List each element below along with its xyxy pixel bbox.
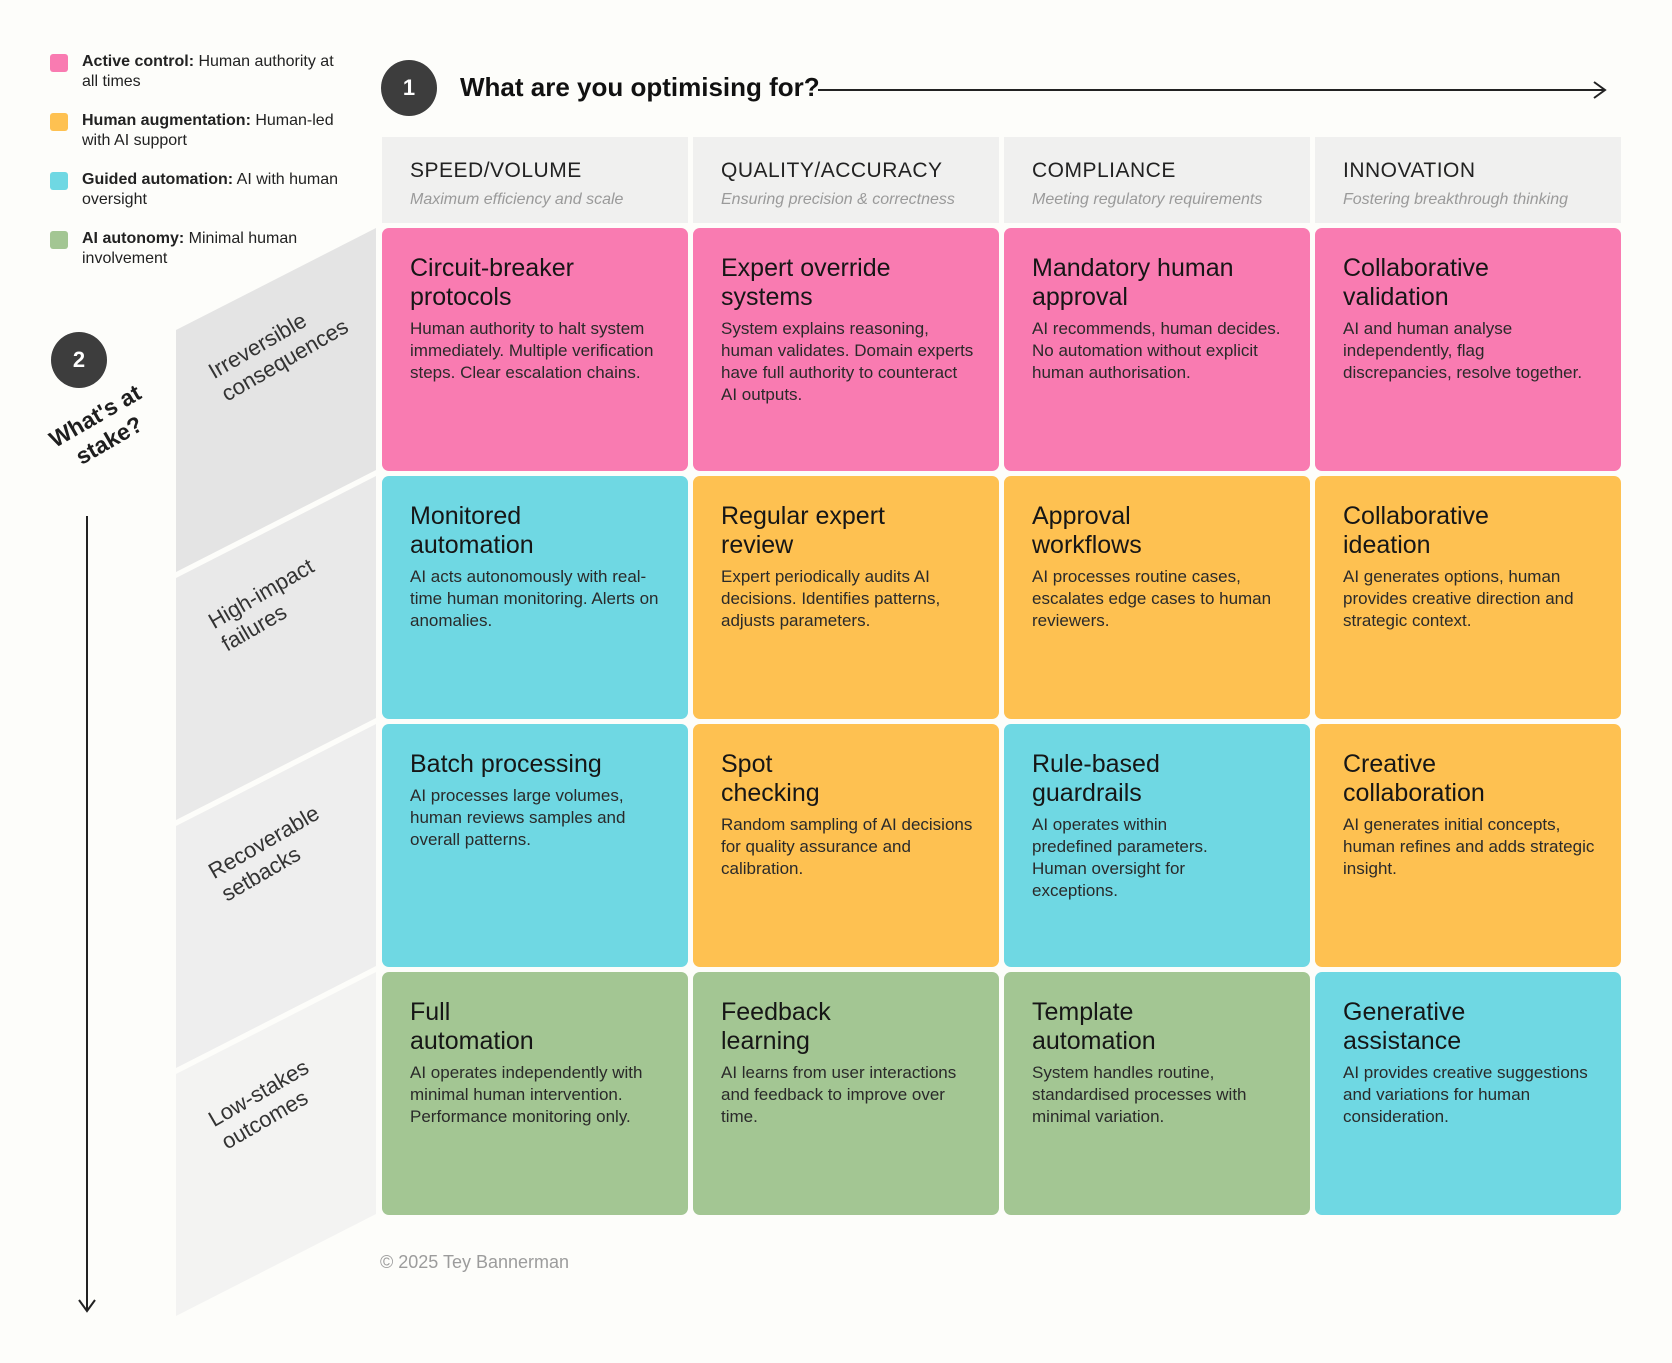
legend-item-human-augmentation: Human augmentation: Human-led with AI su…	[50, 111, 340, 151]
column-title: INNOVATION	[1343, 159, 1476, 182]
column-header-innovation: INNOVATION Fostering breakthrough thinki…	[1315, 137, 1621, 223]
column-subtitle: Meeting regulatory requirements	[1032, 191, 1263, 208]
legend-description: Minimal human involvement	[82, 230, 298, 267]
legend-swatch	[50, 231, 68, 249]
cell-description: AI processes routine cases, escalates ed…	[1032, 567, 1272, 630]
column-title: SPEED/VOLUME	[410, 159, 582, 182]
cell-description: AI generates initial concepts, human ref…	[1343, 815, 1595, 878]
cell-title: Generative assistance	[1343, 998, 1466, 1055]
row-panel-high-impact	[176, 476, 376, 820]
cell-description: AI acts autonomously with real-time huma…	[410, 567, 659, 630]
cell-collaborative-validation: Collaborative validation AI and human an…	[1315, 228, 1621, 471]
cell-regular-expert-review: Regular expert review Expert periodicall…	[693, 476, 999, 719]
cell-title: Approval workflows	[1032, 502, 1142, 559]
cell-title: Template automation	[1032, 998, 1156, 1055]
legend-swatch	[50, 172, 68, 190]
column-subtitle: Maximum efficiency and scale	[410, 191, 624, 208]
legend-description: AI with human oversight	[82, 171, 339, 208]
cell-description: AI and human analyse independently, flag…	[1343, 319, 1583, 382]
cell-title: Collaborative ideation	[1343, 502, 1489, 559]
cell-title: Rule-based guardrails	[1032, 750, 1160, 807]
cell-title: Full automation	[410, 998, 534, 1055]
cell-title: Creative collaboration	[1343, 750, 1485, 807]
column-title: COMPLIANCE	[1032, 159, 1176, 182]
legend-description: Human authority at all times	[82, 53, 334, 90]
cell-title: Collaborative validation	[1343, 254, 1489, 311]
column-header-speed-volume: SPEED/VOLUME Maximum efficiency and scal…	[382, 137, 688, 223]
cell-generative-assistance: Generative assistance AI provides creati…	[1315, 972, 1621, 1215]
column-subtitle: Fostering breakthrough thinking	[1343, 191, 1569, 208]
legend-item-ai-autonomy: AI autonomy: Minimal human involvement	[50, 229, 340, 269]
cell-title: Mandatory human approval	[1032, 254, 1234, 311]
cell-collaborative-ideation: Collaborative ideation AI generates opti…	[1315, 476, 1621, 719]
cell-title: Circuit-breaker protocols	[410, 254, 574, 311]
cell-monitored-automation: Monitored automation AI acts autonomousl…	[382, 476, 688, 719]
cell-title: Batch processing	[410, 750, 602, 778]
cell-approval-workflows: Approval workflows AI processes routine …	[1004, 476, 1310, 719]
cell-description: AI provides creative suggestions and var…	[1343, 1063, 1588, 1126]
cell-description: AI learns from user interactions and fee…	[721, 1063, 957, 1126]
copyright-notice: © 2025 Tey Bannerman	[380, 1252, 570, 1272]
cell-description: Expert periodically audits AI decisions.…	[721, 567, 941, 630]
cell-template-automation: Template automation System handles routi…	[1004, 972, 1310, 1215]
legend: Active control: Human authority at all t…	[50, 52, 340, 288]
legend-label: AI autonomy:	[82, 230, 185, 247]
legend-label: Active control:	[82, 53, 195, 70]
cell-batch-processing: Batch processing AI processes large volu…	[382, 724, 688, 967]
cell-spot-checking: Spot checking Random sampling of AI deci…	[693, 724, 999, 967]
legend-swatch	[50, 113, 68, 131]
cell-title: Expert override systems	[721, 254, 891, 311]
cell-title: Monitored automation	[410, 502, 534, 559]
cell-description: AI operates independently with minimal h…	[410, 1063, 643, 1126]
cell-description: AI processes large volumes, human review…	[410, 786, 626, 849]
cell-title: Feedback learning	[721, 998, 831, 1055]
step-1-badge: 1	[381, 60, 437, 116]
cell-full-automation: Full automation AI operates independentl…	[382, 972, 688, 1215]
step-2-badge: 2	[51, 332, 107, 388]
cell-description: System explains reasoning, human validat…	[721, 319, 974, 404]
cell-description: Random sampling of AI decisions for qual…	[721, 815, 973, 878]
column-header-quality-accuracy: QUALITY/ACCURACY Ensuring precision & co…	[693, 137, 999, 223]
column-header-compliance: COMPLIANCE Meeting regulatory requiremen…	[1004, 137, 1310, 223]
cell-expert-override-systems: Expert override systems System explains …	[693, 228, 999, 471]
cell-rule-based-guardrails: Rule-based guardrails AI operates within…	[1004, 724, 1310, 967]
step-1-question: What are you optimising for?	[460, 72, 820, 102]
row-panel-low-stakes	[176, 972, 376, 1316]
vertical-axis-arrowhead	[78, 1299, 96, 1313]
legend-description: Human-led with AI support	[82, 112, 334, 149]
legend-label: Guided automation:	[82, 171, 234, 188]
legend-item-guided-automation: Guided automation: AI with human oversig…	[50, 170, 340, 210]
column-subtitle: Ensuring precision & correctness	[721, 191, 955, 208]
cell-title: Regular expert review	[721, 502, 885, 559]
cell-mandatory-human-approval: Mandatory human approval AI recommends, …	[1004, 228, 1310, 471]
row-panel-recoverable	[176, 724, 376, 1068]
cell-description: Human authority to halt system immediate…	[410, 319, 654, 382]
cell-circuit-breaker-protocols: Circuit-breaker protocols Human authorit…	[382, 228, 688, 471]
legend-swatch	[50, 54, 68, 72]
legend-item-active-control: Active control: Human authority at all t…	[50, 52, 340, 92]
cell-description: AI recommends, human decides. No automat…	[1032, 319, 1281, 382]
cell-description: AI generates options, human provides cre…	[1343, 567, 1574, 630]
horizontal-axis-arrowhead	[1593, 81, 1607, 99]
cell-description: AI operates within predefined parameters…	[1032, 815, 1208, 900]
cell-feedback-learning: Feedback learning AI learns from user in…	[693, 972, 999, 1215]
cell-creative-collaboration: Creative collaboration AI generates init…	[1315, 724, 1621, 967]
legend-label: Human augmentation:	[82, 112, 251, 129]
column-title: QUALITY/ACCURACY	[721, 159, 943, 182]
cell-description: System handles routine, standardised pro…	[1032, 1063, 1247, 1126]
row-panel-irreversible	[176, 228, 376, 572]
cell-title: Spot checking	[721, 750, 820, 807]
